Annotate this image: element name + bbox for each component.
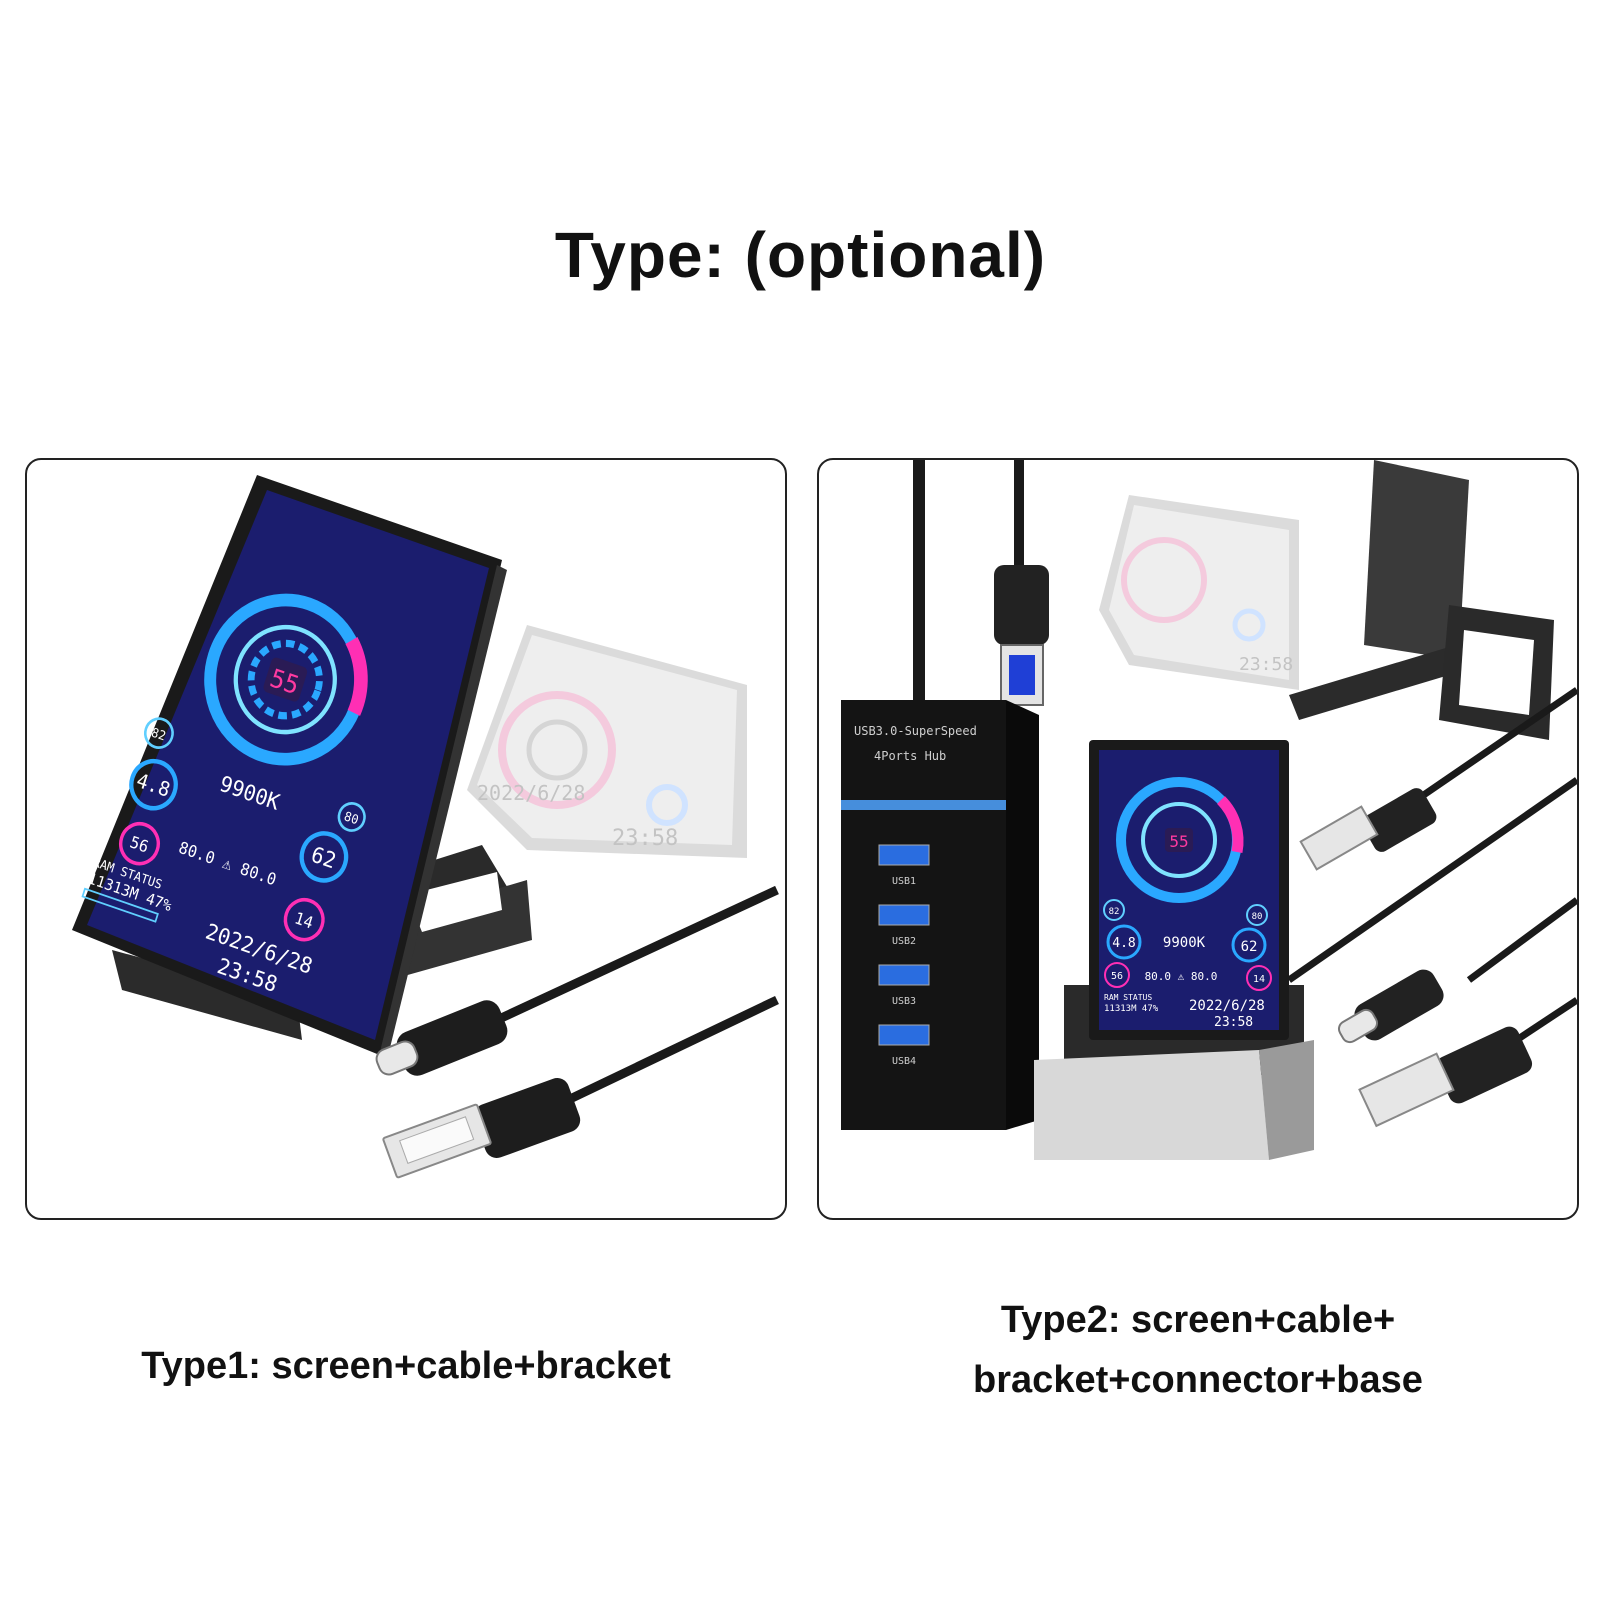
cpu-temp: 55 (1169, 832, 1188, 851)
monitor-screen: 55 82 4.8 9900K 80 62 56 80.0 ⚠ 80.0 14 … (1089, 740, 1289, 1040)
type2-product-image: USB3.0-SuperSpeed 4Ports Hub USB1 USB2 U… (841, 460, 1577, 1160)
left-gauge-bottom: 56 (1111, 971, 1123, 982)
usb-c-cable (375, 885, 779, 1076)
right-gauge-bottom: 14 (292, 908, 315, 933)
right-gauge-bottom: 14 (1253, 974, 1265, 985)
left-gauge-value: 4.8 (1112, 936, 1135, 951)
ram-label: RAM STATUS (1104, 993, 1152, 1002)
usb-a-cable-2 (1358, 997, 1577, 1128)
right-gauge-top: 80 (342, 809, 360, 827)
ghost-time: 23:58 (612, 826, 678, 851)
type2-caption: Type2: screen+cable+ bracket+connector+b… (817, 1290, 1579, 1410)
ram-value: 11313M 47% (1104, 1004, 1159, 1014)
screen-date: 2022/6/28 (1189, 998, 1265, 1014)
svg-text:USB2: USB2 (892, 936, 916, 947)
monitor-screen: 55 82 4.8 9900K 80 62 56 80.0 ⚠ 80.0 14 … (72, 475, 507, 1060)
type2-panel[interactable]: USB3.0-SuperSpeed 4Ports Hub USB1 USB2 U… (817, 458, 1579, 1220)
left-gauge-top: 82 (1109, 907, 1120, 917)
svg-text:USB4: USB4 (892, 1056, 916, 1067)
type1-caption: Type1: screen+cable+bracket (141, 1345, 671, 1387)
right-gauge-value: 62 (1241, 939, 1258, 955)
type2-caption-line2: bracket+connector+base (973, 1359, 1423, 1401)
bracket-stand (1289, 460, 1554, 740)
usb-a-cable-1 (1299, 687, 1577, 871)
hub-label-1: USB3.0-SuperSpeed (854, 724, 977, 738)
svg-text:USB1: USB1 (892, 876, 916, 887)
usb-c-cable (1287, 777, 1577, 1044)
hub-usb-a-plug (994, 565, 1049, 706)
type1-panel[interactable]: 2022/6/28 23:58 55 82 4.8 9900K (25, 458, 787, 1220)
ghost-time: 23:58 (1239, 654, 1293, 675)
fan-speeds: 80.0 ⚠ 80.0 (1145, 970, 1218, 983)
hub-label-2: 4Ports Hub (874, 749, 946, 763)
type1-product-image: 2022/6/28 23:58 55 82 4.8 9900K (72, 475, 779, 1179)
ghost-date: 2022/6/28 (477, 781, 585, 805)
type2-caption-line1: Type2: screen+cable+ (1000, 1299, 1396, 1341)
usb-c-cable-2 (1466, 897, 1577, 983)
hub-port-3: USB3 (878, 964, 930, 1007)
cpu-model: 9900K (1163, 935, 1206, 951)
left-gauge-top: 82 (150, 725, 168, 743)
ghost-screen: 23:58 (1099, 495, 1299, 690)
hub-port-1: USB1 (878, 844, 930, 887)
screen-time: 23:58 (1214, 1015, 1253, 1030)
left-gauge-bottom: 56 (128, 832, 151, 857)
page-title: Type: (optional) (554, 219, 1047, 291)
usb-hub: USB3.0-SuperSpeed 4Ports Hub USB1 USB2 U… (841, 700, 1039, 1130)
hub-port-4: USB4 (878, 1024, 930, 1067)
ghost-screen: 2022/6/28 23:58 (467, 625, 747, 858)
hub-port-2: USB2 (878, 904, 930, 947)
right-gauge-top: 80 (1252, 912, 1263, 922)
svg-text:USB3: USB3 (892, 996, 916, 1007)
usb-a-cable (382, 995, 779, 1179)
